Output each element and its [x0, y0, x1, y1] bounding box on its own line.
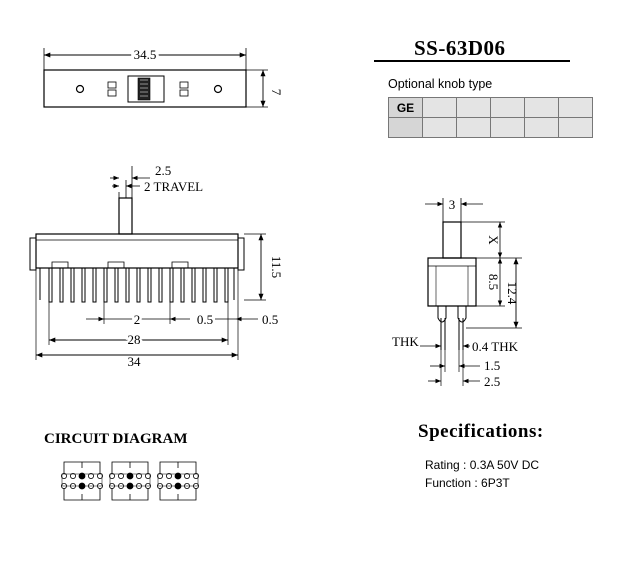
knob-cell [524, 97, 559, 118]
top-view [43, 48, 268, 108]
front-pins [48, 267, 229, 303]
circuit-row-1 [61, 472, 199, 480]
overall-length-label: 34 [128, 354, 142, 369]
pin-width-label: 2.5 [484, 374, 500, 389]
model-underline [374, 60, 570, 62]
knob-cell: GE [388, 97, 423, 118]
circuit-diagram-title: CIRCUIT DIAGRAM [44, 431, 188, 447]
mounting-hole [75, 84, 85, 94]
knob-cell [456, 117, 491, 138]
knob-type-label: Optional knob type [388, 77, 493, 91]
pin-gap-label: 1.5 [484, 358, 500, 373]
pin-dim-a-label: 0.5 [197, 312, 213, 327]
front-knob-width-label: 2.5 [155, 163, 171, 178]
front-view [29, 166, 266, 360]
specifications-title: Specifications: [418, 421, 544, 442]
side-knob-width-label: 3 [449, 197, 456, 212]
top-knob [137, 77, 151, 101]
side-knob [442, 221, 462, 259]
circuit-row-2 [61, 482, 199, 490]
top-view-body [43, 69, 247, 108]
pin-thickness-label: 0.4 THK [472, 339, 519, 354]
knob-cell [524, 117, 559, 138]
top-length-label: 34.5 [134, 47, 157, 62]
side-body [427, 257, 477, 307]
knob-type-table: GE [388, 97, 593, 138]
pin-dim-b-label: 0.5 [262, 312, 278, 327]
front-knob [118, 197, 133, 235]
pin-pitch-label: 2 [134, 312, 141, 327]
knob-cell [388, 117, 423, 138]
circuit-diagram [61, 461, 199, 501]
side-total-height-label: 12.4 [505, 282, 520, 305]
model-title: SS-63D06 [414, 36, 506, 60]
front-height-label: 11.5 [269, 256, 284, 278]
front-travel-label: 2 TRAVEL [144, 179, 203, 194]
side-knob-height-label: X [486, 235, 501, 245]
spec-rating: Rating : 0.3A 50V DC [425, 458, 540, 472]
top-height-label: 7 [269, 89, 284, 96]
front-body [35, 233, 239, 269]
knob-cell [422, 117, 457, 138]
knob-cell [558, 117, 593, 138]
top-knob-slot [127, 75, 165, 103]
side-view [420, 198, 522, 386]
mounting-hole [213, 84, 223, 94]
pin-span-label: 28 [128, 332, 141, 347]
side-body-height-label: 8.5 [486, 274, 501, 290]
knob-cell [490, 117, 525, 138]
spec-function: Function : 6P3T [425, 476, 510, 490]
thk-label: THK [392, 334, 419, 349]
